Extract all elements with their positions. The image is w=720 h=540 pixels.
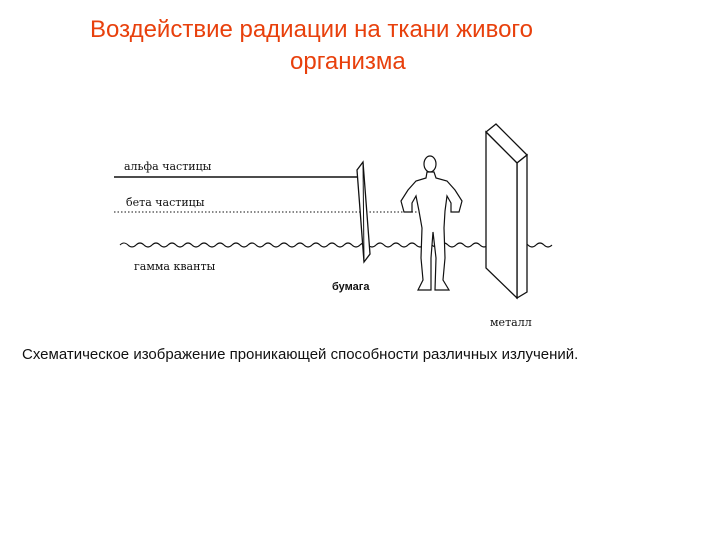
human-figure-icon xyxy=(400,155,463,291)
label-beta: бета частицы xyxy=(126,196,205,209)
title-line-2: организма xyxy=(290,48,406,75)
title-line-1: Воздействие радиации на ткани живого xyxy=(90,16,533,43)
label-gamma: гамма кванты xyxy=(134,260,216,273)
label-alpha: альфа частицы xyxy=(124,160,212,173)
metal-block xyxy=(485,123,528,300)
gamma-ray-wave xyxy=(119,242,553,248)
label-paper: бумага xyxy=(332,281,370,293)
diagram-caption: Схематическое изображение проникающей сп… xyxy=(22,346,579,363)
paper-sheet xyxy=(356,160,371,264)
slide-title: Воздействие радиации на ткани живого орг… xyxy=(0,14,720,78)
radiation-penetration-diagram: альфа частицы бета частицы гамма кванты … xyxy=(114,123,553,329)
label-metal: металл xyxy=(490,316,532,329)
